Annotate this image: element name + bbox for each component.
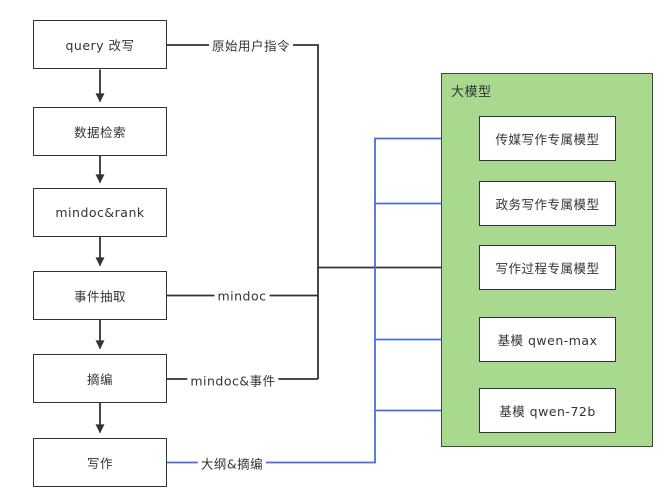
node-media-writing-model: 传媒写作专属模型 bbox=[479, 116, 616, 161]
edge-label-mindoc: mindoc bbox=[214, 288, 270, 304]
edge-outline-digest bbox=[167, 133, 471, 464]
edge-label-original-instruction: 原始用户指令 bbox=[208, 35, 294, 55]
node-query-rewrite: query 改写 bbox=[33, 20, 167, 69]
node-event-extract: 事件抽取 bbox=[33, 271, 167, 320]
node-mindoc-rank: mindoc&rank bbox=[33, 188, 167, 237]
node-base-qwen-72b: 基模 qwen-72b bbox=[479, 388, 616, 433]
edge-label-mindoc-event: mindoc&事件 bbox=[187, 370, 279, 389]
node-writing: 写作 bbox=[33, 438, 167, 487]
node-writing-process-model: 写作过程专属模型 bbox=[479, 245, 616, 290]
big-model-panel-title: 大模型 bbox=[451, 85, 492, 100]
node-data-retrieval: 数据检索 bbox=[33, 107, 167, 156]
node-digest: 摘编 bbox=[33, 354, 167, 403]
node-gov-writing-model: 政务写作专属模型 bbox=[479, 181, 616, 226]
node-base-qwen-max: 基模 qwen-max bbox=[479, 317, 616, 362]
edge-label-outline-digest: 大纲&摘编 bbox=[197, 453, 267, 473]
edge-original-instruction bbox=[167, 44, 319, 379]
